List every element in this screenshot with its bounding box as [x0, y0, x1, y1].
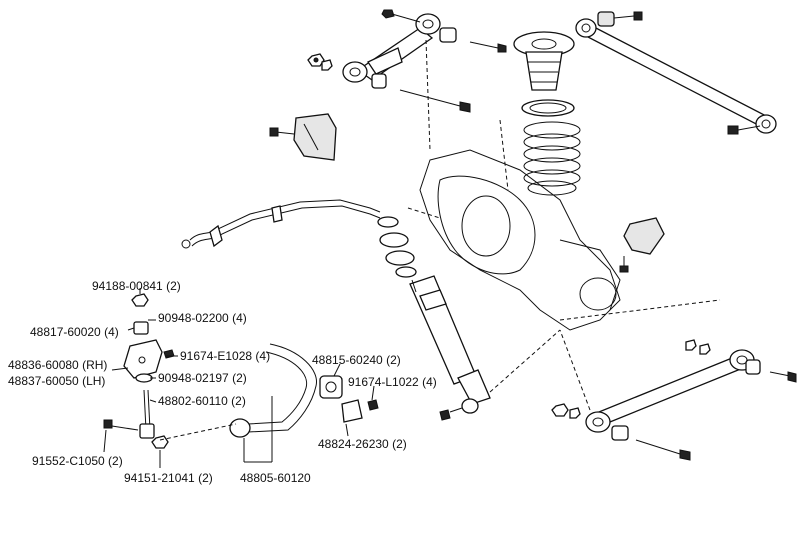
axle-bracket-right: [619, 217, 665, 273]
shock-absorber: [377, 216, 561, 421]
label-48836-60080: 48836-60080 (RH): [8, 358, 108, 372]
label-94188-00841: 94188-00841 (2): [92, 279, 181, 293]
upper-arm-bolt-right: [469, 41, 507, 53]
label-91552-c1050: 91552-C1050 (2): [32, 454, 123, 468]
upper-control-arm: [342, 13, 457, 89]
leader-lines: [103, 288, 375, 468]
label-90948-02200: 90948-02200 (4): [158, 311, 247, 325]
lower-arm-nuts: [551, 339, 711, 419]
coil-spring: [523, 121, 581, 196]
label-48815-60240: 48815-60240 (2): [312, 353, 401, 367]
label-48805-60120: 48805-60120: [240, 471, 311, 485]
label-48824-26230: 48824-26230 (2): [318, 437, 407, 451]
stabilizer-bracket-upper: [269, 113, 337, 161]
label-91674-e1028: 91674-E1028 (4): [180, 349, 271, 363]
lateral-rod: [575, 11, 777, 135]
dashed-guide-lines: [425, 39, 721, 411]
bump-stopper: [513, 31, 575, 91]
axle-housing: [407, 149, 621, 331]
stabilizer-bar: [181, 199, 381, 249]
lower-control-arm: [585, 349, 797, 461]
spring-insulator: [521, 99, 575, 117]
label-48837-60050: 48837-60050 (LH): [8, 374, 106, 388]
label-48802-60110: 48802-60110 (2): [158, 394, 246, 408]
stabilizer-bar-lower: [159, 343, 379, 441]
label-90948-02197: 90948-02197 (2): [158, 371, 247, 385]
stabilizer-link-parts: [103, 293, 175, 449]
label-48817-60020: 48817-60020 (4): [30, 325, 119, 339]
upper-arm-bolt-lower: [399, 89, 471, 113]
label-91674-l1022: 91674-L1022 (4): [348, 375, 437, 389]
upper-arm-bolt-top: [381, 9, 421, 23]
upper-arm-nut-left: [307, 53, 333, 71]
label-94151-21041: 94151-21041 (2): [124, 471, 213, 485]
